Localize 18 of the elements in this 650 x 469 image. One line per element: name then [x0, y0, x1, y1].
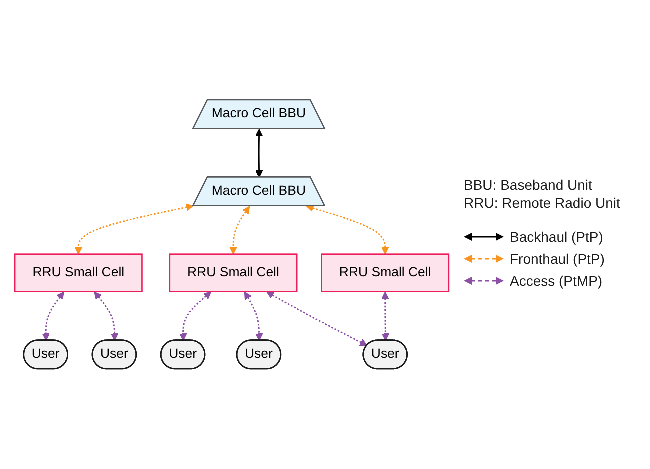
node-box: RRU Small Cell	[321, 254, 450, 292]
arrow	[255, 129, 264, 178]
arrow	[94, 292, 119, 342]
node-box: RRU Small Cell	[169, 254, 298, 292]
node-box: RRU Small Cell	[14, 254, 143, 292]
legend-label: Fronthaul (PtP)	[510, 250, 605, 268]
arrow	[42, 292, 64, 342]
arrow	[381, 292, 390, 342]
arrow	[74, 204, 194, 255]
legend-label: Access (PtMP)	[510, 272, 603, 290]
arrow	[179, 292, 212, 342]
arrow	[306, 204, 390, 255]
arrow	[230, 206, 250, 255]
abbreviation-note: BBU: Baseband Unit	[464, 176, 592, 194]
legend-label: Backhaul (PtP)	[510, 228, 604, 246]
arrow	[266, 292, 368, 346]
abbreviation-note: RRU: Remote Radio Unit	[464, 194, 620, 212]
arrow	[244, 292, 264, 342]
